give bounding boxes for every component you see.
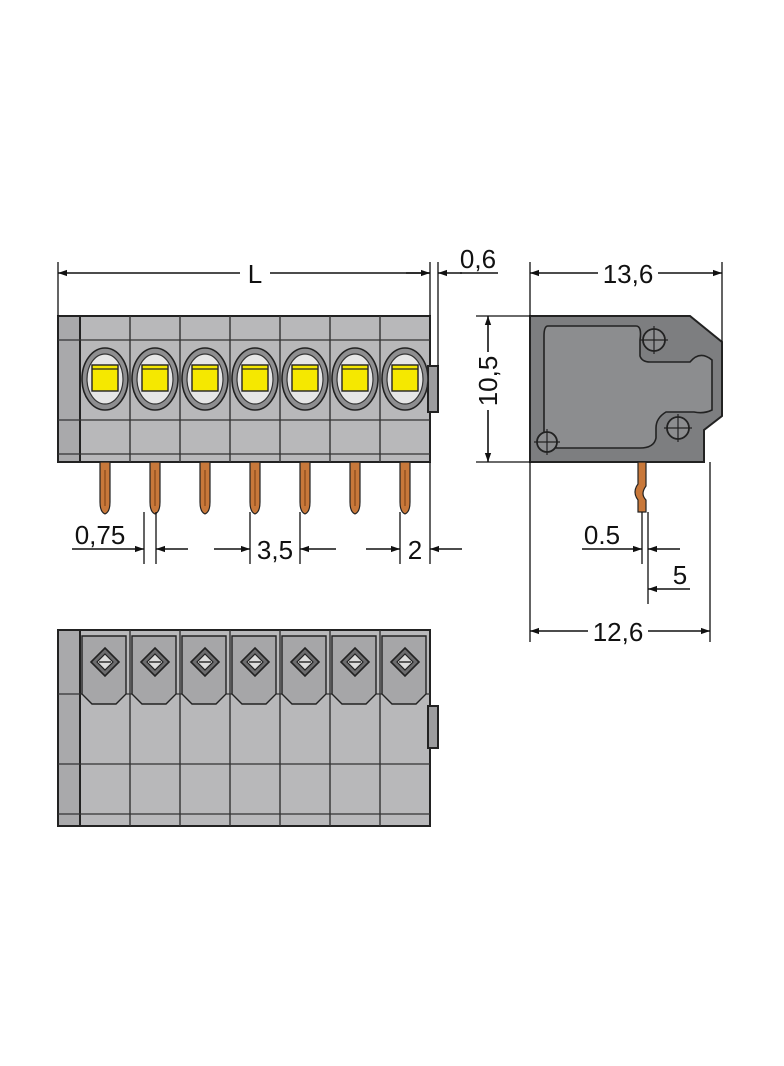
dim-2: 2 — [408, 535, 422, 565]
bottom-pole — [279, 630, 327, 826]
dim-L: L — [248, 259, 262, 289]
side-pin — [634, 461, 647, 513]
front-pole — [229, 316, 279, 515]
front-end-cap — [57, 315, 81, 463]
dimensions: L 0,6 13,6 10,5 0,75 3,5 — [57, 244, 723, 647]
dim-10-5: 10,5 — [473, 356, 503, 407]
bottom-view — [57, 629, 439, 827]
front-pole — [279, 316, 329, 515]
bottom-pole — [81, 635, 127, 705]
dim-0-6: 0,6 — [460, 244, 496, 274]
dim-5: 5 — [673, 560, 687, 590]
dim-0-75: 0,75 — [75, 520, 126, 550]
front-pole — [179, 316, 229, 515]
front-pole — [81, 347, 129, 515]
bottom-pole — [179, 630, 227, 826]
bottom-pole — [379, 630, 427, 826]
dim-13-6: 13,6 — [603, 259, 654, 289]
bottom-latch — [427, 705, 439, 749]
front-view — [57, 315, 439, 515]
front-latch — [427, 365, 439, 413]
front-pole — [379, 316, 429, 515]
bottom-pole — [129, 630, 177, 826]
side-view — [529, 315, 723, 513]
side-hole-left — [534, 429, 560, 455]
bottom-end-cap — [57, 629, 81, 827]
front-pole — [329, 316, 379, 515]
dim-0-5: 0.5 — [584, 520, 620, 550]
dim-12-6: 12,6 — [593, 617, 644, 647]
side-hole-top — [640, 326, 668, 354]
front-pole — [129, 316, 179, 515]
bottom-pole — [229, 630, 277, 826]
bottom-pole — [329, 630, 377, 826]
dim-3-5: 3,5 — [257, 535, 293, 565]
side-hole-right — [664, 414, 692, 442]
